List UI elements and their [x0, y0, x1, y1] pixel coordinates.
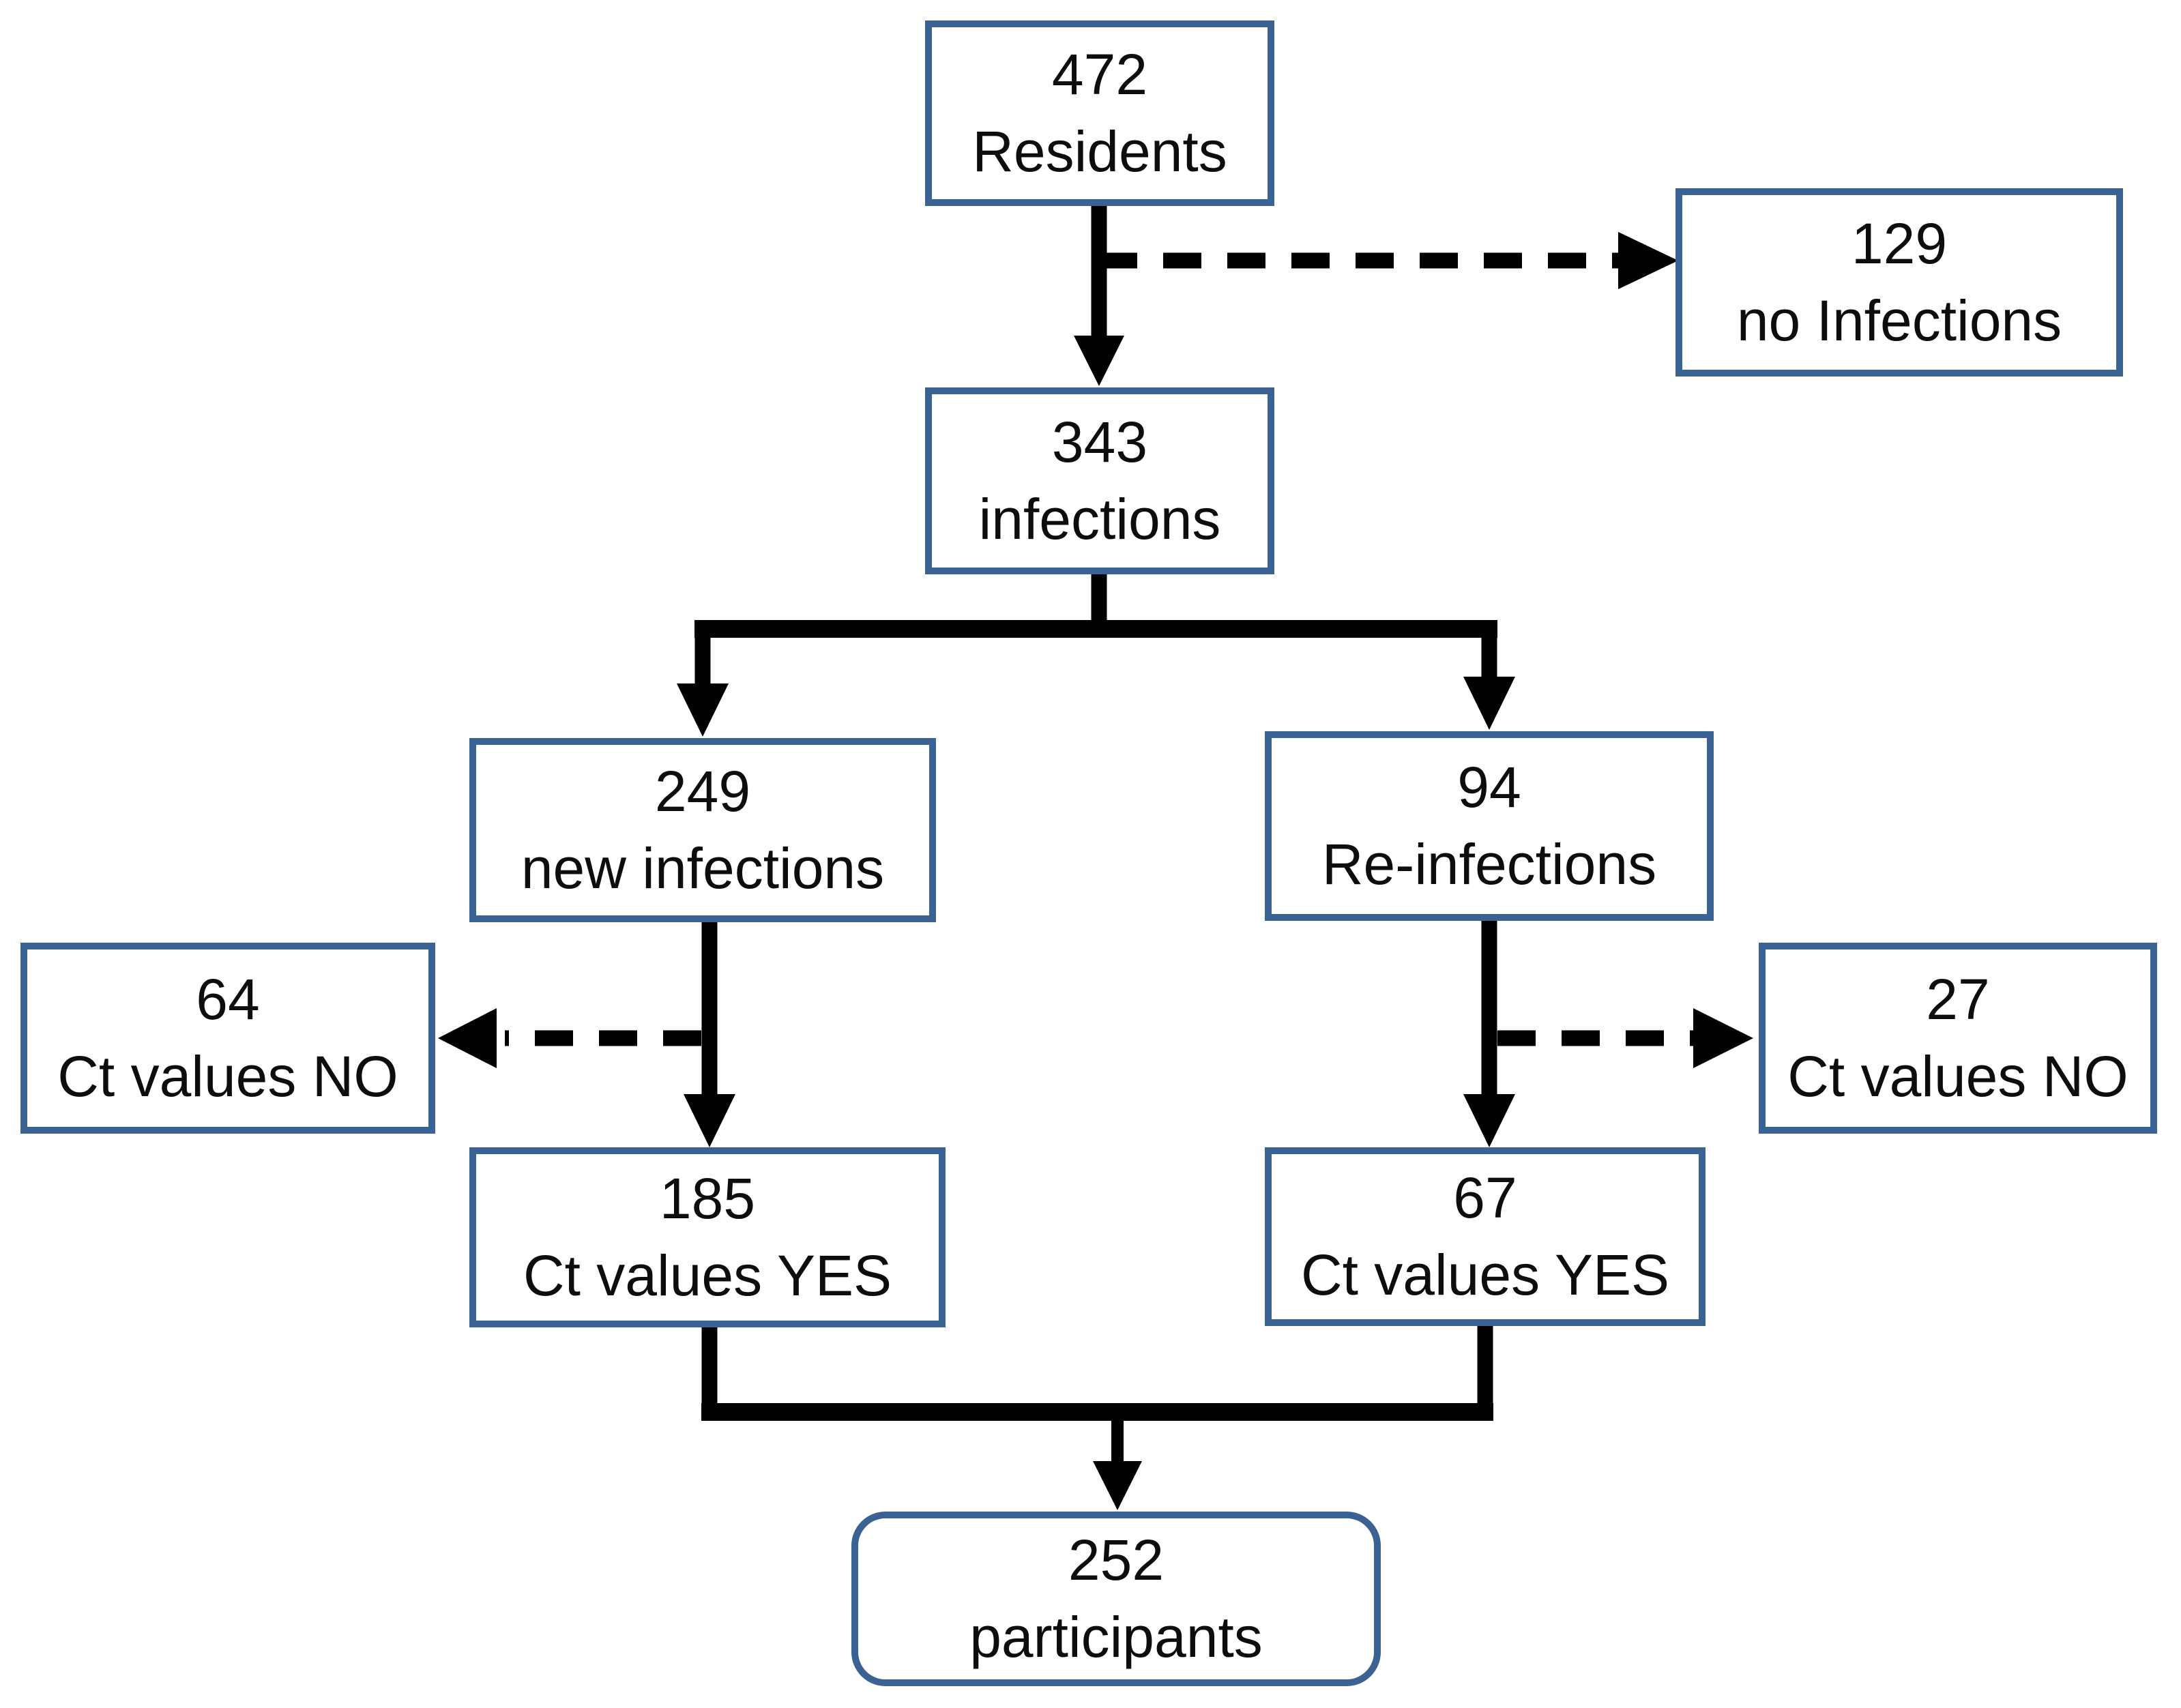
node-label: new infections	[521, 836, 885, 900]
arrow-new-infections-to-ct-no	[438, 1008, 701, 1068]
node-value: 185	[659, 1166, 756, 1231]
node-infections: 343 infections	[925, 387, 1274, 574]
node-label: Ct values NO	[1787, 1044, 2128, 1108]
arrow-residents-to-no-infections	[1099, 232, 1678, 289]
node-new-infections: 249 new infections	[469, 738, 936, 922]
node-value: 472	[1051, 42, 1148, 106]
node-value: 252	[1068, 1528, 1165, 1592]
node-label: participants	[969, 1605, 1263, 1669]
node-re-infections: 94 Re-infections	[1265, 731, 1714, 921]
node-label: Ct values YES	[1300, 1243, 1670, 1307]
node-ct-values-yes-left: 185 Ct values YES	[469, 1147, 946, 1327]
node-label: no Infections	[1736, 289, 2062, 353]
node-ct-values-no-right: 27 Ct values NO	[1759, 943, 2157, 1134]
arrow-residents-to-infections	[1074, 206, 1124, 386]
node-value: 67	[1453, 1166, 1517, 1230]
node-value: 249	[654, 759, 751, 823]
node-no-infections: 129 no Infections	[1675, 188, 2123, 377]
node-ct-values-no-left: 64 Ct values NO	[20, 943, 435, 1134]
arrow-re-infections-to-ct-no	[1497, 1008, 1753, 1068]
node-ct-values-yes-right: 67 Ct values YES	[1265, 1147, 1706, 1326]
node-value: 94	[1457, 755, 1521, 819]
node-participants: 252 participants	[851, 1512, 1381, 1686]
arrow-merge-to-participants	[701, 1326, 1493, 1510]
node-label: Ct values YES	[523, 1243, 892, 1308]
arrow-new-infections-to-ct-yes	[684, 922, 735, 1147]
node-value: 64	[196, 967, 260, 1031]
node-label: infections	[978, 487, 1221, 551]
arrow-re-infections-to-ct-yes	[1463, 921, 1515, 1147]
node-label: Ct values NO	[57, 1044, 398, 1108]
node-label: Residents	[972, 119, 1227, 183]
node-value: 129	[1851, 211, 1948, 276]
node-value: 27	[1926, 967, 1990, 1031]
node-value: 343	[1051, 410, 1148, 474]
node-residents: 472 Residents	[925, 20, 1274, 206]
node-label: Re-infections	[1321, 832, 1657, 896]
arrow-infections-to-branches	[677, 574, 1515, 737]
